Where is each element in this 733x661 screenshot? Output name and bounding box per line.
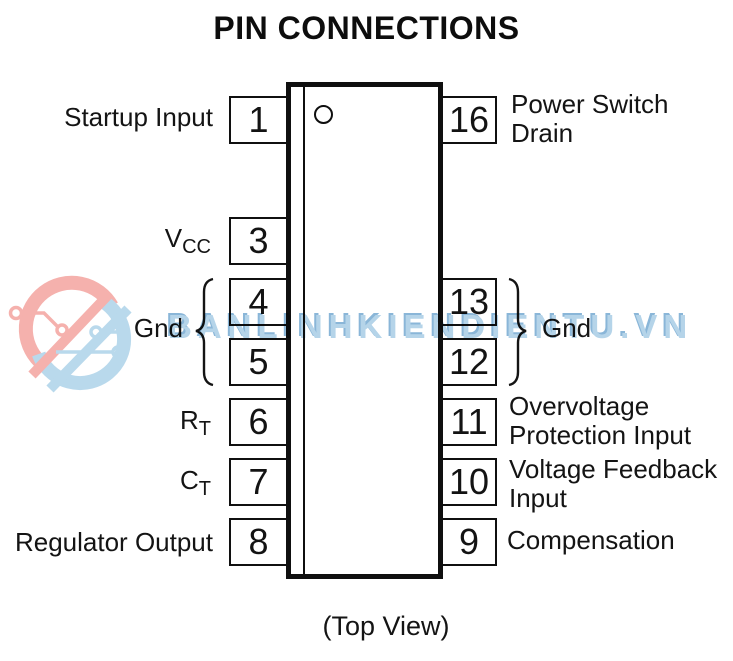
pin-box-8: 8	[229, 518, 288, 566]
pin-box-12: 12	[441, 338, 497, 386]
pin-box-3: 3	[229, 217, 288, 265]
pin-label-voltage-feedback: Voltage Feedback Input	[509, 454, 718, 513]
pin-label-ct: CT	[180, 465, 211, 500]
page-title: PIN CONNECTIONS	[213, 10, 520, 46]
pin-box-11: 11	[441, 398, 497, 446]
pin-box-4: 4	[229, 278, 288, 326]
ct-subscript: T	[198, 478, 211, 500]
pin-label-startup-input: Startup Input	[64, 102, 213, 132]
pin-box-10: 10	[441, 458, 497, 506]
watermark-logo-icon	[8, 275, 132, 393]
pin-label-regulator-output: Regulator Output	[14, 527, 213, 557]
left-brace	[195, 277, 214, 387]
pin-box-6: 6	[229, 398, 288, 446]
pin-box-5: 5	[229, 338, 288, 386]
pin-label-overvoltage-protection: Overvoltage Protection Input	[509, 391, 692, 450]
ic-package-body	[286, 82, 443, 579]
pin-box-16: 16	[441, 96, 497, 144]
pin-box-7: 7	[229, 458, 288, 506]
pin-label-gnd-left: Gnd	[133, 313, 183, 343]
top-view-caption: (Top View)	[322, 611, 450, 641]
pin-box-13: 13	[441, 278, 497, 326]
pin-box-9: 9	[441, 518, 497, 566]
pin-label-compensation: Compensation	[507, 525, 675, 555]
pin-label-gnd-right: Gnd	[542, 313, 592, 343]
right-brace	[508, 277, 527, 387]
vcc-subscript: CC	[182, 236, 211, 258]
rt-subscript: T	[198, 418, 211, 440]
ic-package-inner-line	[303, 87, 305, 574]
pin-box-1: 1	[229, 96, 288, 144]
pin-label-vcc: VCC	[164, 223, 211, 258]
pin-1-indicator-icon	[314, 105, 333, 124]
pin-label-rt: RT	[180, 405, 211, 440]
pin-label-power-switch-drain: Power Switch Drain	[511, 89, 669, 148]
